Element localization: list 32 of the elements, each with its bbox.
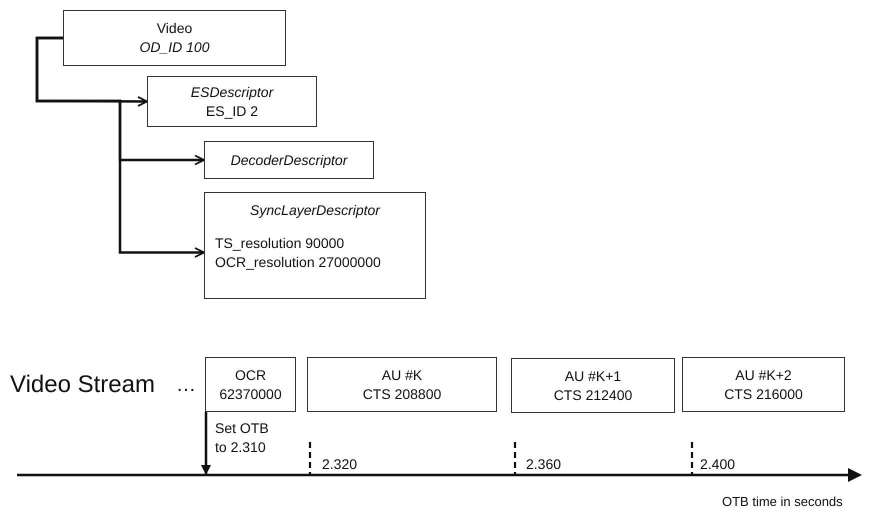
box-text: CTS 216000 xyxy=(724,384,803,404)
box-text: OCR_resolution 27000000 xyxy=(215,253,381,272)
box-text: SyncLayerDescriptor xyxy=(250,201,380,220)
descriptor-box xyxy=(63,10,286,66)
descriptor-box xyxy=(204,141,374,179)
box-text: OD_ID 100 xyxy=(139,38,210,57)
box-text: ESDescriptor xyxy=(190,82,274,102)
box-text: TS_resolution 90000 xyxy=(215,234,344,253)
box-text: 62370000 xyxy=(219,384,282,404)
descriptor-box xyxy=(204,192,426,299)
text-label: 2.400 xyxy=(700,456,736,473)
box-text: Video xyxy=(156,19,192,38)
descriptor-box xyxy=(511,358,675,413)
box-text: DecoderDescriptor xyxy=(230,150,348,170)
text-label: Video Stream xyxy=(10,371,155,400)
arrow xyxy=(36,36,205,258)
descriptor-box xyxy=(307,357,497,412)
text-label: 2.360 xyxy=(526,456,562,473)
text-label: … xyxy=(176,373,196,397)
box-text: AU #K xyxy=(382,366,422,384)
box-text: ES_ID 2 xyxy=(206,102,258,120)
descriptor-box xyxy=(682,357,845,412)
box-text: AU #K+1 xyxy=(564,366,622,386)
box-text: OCR xyxy=(234,366,266,384)
text-label: 2.320 xyxy=(322,456,358,473)
box-text: CTS 212400 xyxy=(554,386,632,404)
descriptor-box xyxy=(205,357,296,412)
arrow xyxy=(201,412,211,475)
box-text: CTS 208800 xyxy=(362,384,442,404)
box-text: AU #K+2 xyxy=(735,366,792,384)
descriptor-box xyxy=(147,76,317,127)
text-label: OTB time in seconds xyxy=(722,494,843,510)
